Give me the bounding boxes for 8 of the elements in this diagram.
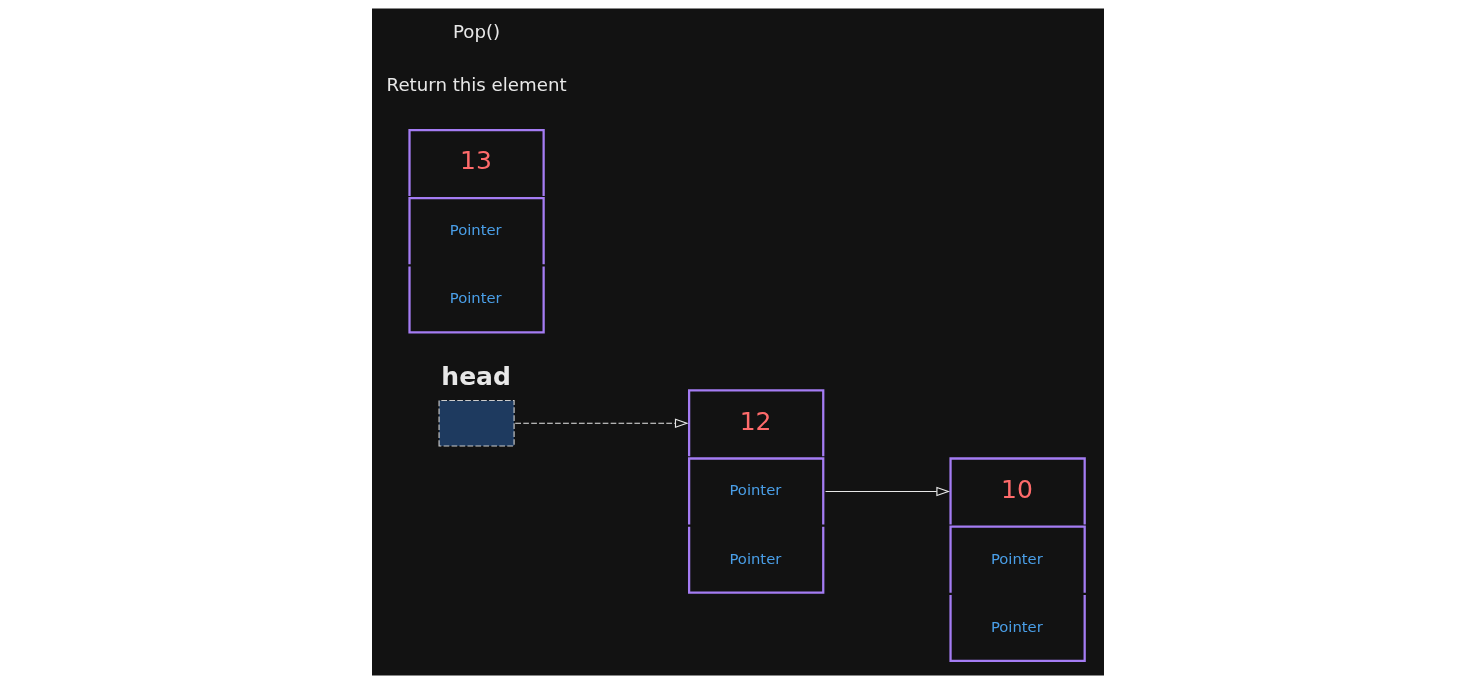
node-label: Return this element [386,74,567,96]
node-text: 13 Pointer Pointer [449,146,502,307]
arrow [824,486,950,497]
node-label: head [441,362,511,392]
node-text: 10 Pointer Pointer [990,474,1043,635]
arrow [514,418,689,429]
node-text: 12 Pointer Pointer [729,406,782,567]
label: Pop() [452,20,501,42]
